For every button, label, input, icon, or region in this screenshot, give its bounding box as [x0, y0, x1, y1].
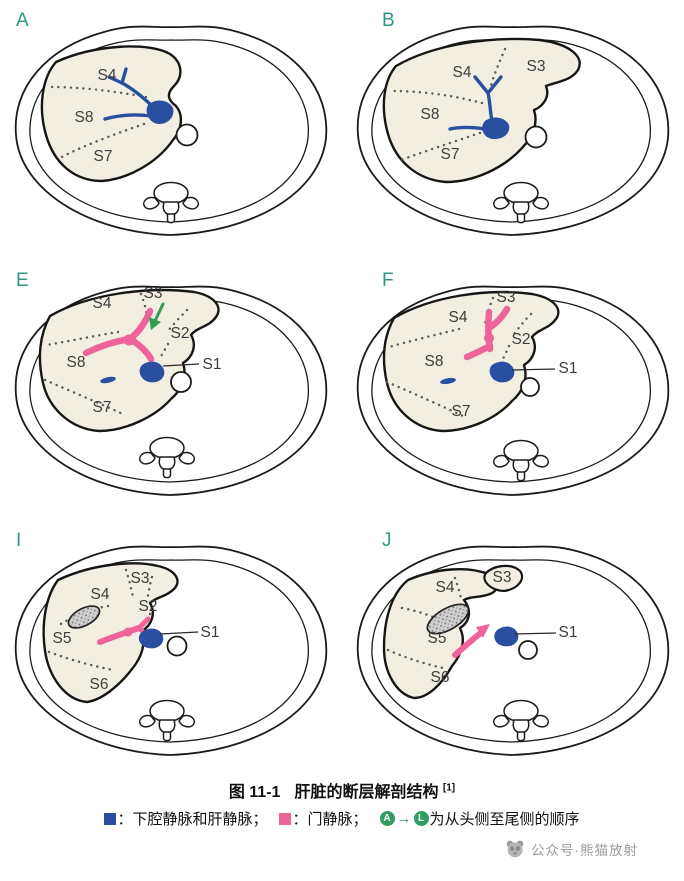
green-arrow-icon — [149, 302, 165, 330]
segment-label-s1: S1 — [559, 624, 578, 641]
s1-leader-line — [159, 631, 199, 635]
segment-boundary-dotted-lines — [386, 576, 464, 670]
legend-label-ivc: ：下腔静脉和肝静脉； — [117, 812, 268, 828]
panel-letter: A — [16, 10, 29, 31]
citation-ref: [1] — [442, 782, 456, 794]
panel-b: B S4 S3 S8 — [342, 0, 684, 250]
legend-label-portal: ：门静脉； — [292, 812, 368, 828]
segment-label-s4: S4 — [93, 295, 112, 312]
panel-letter: B — [382, 10, 395, 31]
liver-shape — [40, 45, 183, 183]
segment-label-s4: S4 — [436, 579, 455, 596]
segment-label-s7: S7 — [94, 148, 113, 165]
hepatic-veins-graphic — [448, 75, 510, 140]
aorta-circle — [518, 640, 538, 660]
segment-label-s3: S3 — [131, 570, 150, 587]
figure-caption: 图 11-1 肝脏的断层解剖结构 [1] — [0, 778, 684, 802]
aorta-circle — [170, 371, 192, 393]
segment-label-s8: S8 — [75, 109, 94, 126]
segment-label-s8: S8 — [421, 106, 440, 123]
badge-a: A — [379, 811, 395, 826]
panel-f: F — [342, 260, 684, 510]
figure-legend: ：下腔静脉和肝静脉； ：门静脉； A → L 为从头侧至尾侧的顺序 — [0, 808, 684, 829]
segment-label-s3: S3 — [497, 289, 516, 306]
s1-leader-line — [513, 632, 557, 635]
segment-label-s3: S3 — [493, 569, 512, 586]
segment-label-s1: S1 — [201, 624, 220, 641]
legend-swatch-ivc — [104, 812, 117, 825]
portal-vein-graphic — [452, 624, 490, 658]
portal-vein-graphic — [463, 305, 511, 361]
segment-label-s4: S4 — [449, 309, 468, 326]
panel-j: J S4 S3 S5 — [342, 520, 684, 770]
aorta-circle — [175, 123, 199, 147]
segment-label-s6: S6 — [90, 676, 109, 693]
segment-label-s7: S7 — [441, 146, 460, 163]
arrow-right-icon: → — [396, 810, 412, 827]
panda-logo-icon — [506, 840, 524, 858]
panel-grid: A S4 S8 S7 — [0, 0, 684, 770]
left-lobe-s3-shape — [483, 564, 524, 593]
panel-e: E — [0, 260, 342, 510]
hepatic-veins-graphic — [103, 67, 174, 124]
panel-letter: F — [382, 270, 394, 291]
segment-label-s1: S1 — [559, 360, 578, 377]
segment-label-s7: S7 — [452, 403, 471, 420]
ivc-graphic — [494, 626, 519, 647]
segment-label-s2: S2 — [171, 325, 190, 342]
segment-label-s4: S4 — [453, 64, 472, 81]
segment-label-s7: S7 — [93, 399, 112, 416]
hepatic-veins-graphic — [440, 361, 515, 385]
s1-leader-line — [511, 368, 556, 371]
figure-number: 图 11-1 — [228, 784, 281, 801]
liver-shape — [38, 288, 220, 433]
segment-label-s1: S1 — [203, 356, 222, 373]
segment-label-s3: S3 — [144, 285, 163, 302]
legend-range-text: 为从头侧至尾侧的顺序 — [429, 812, 580, 828]
figure-title: 肝脏的断层解剖结构 — [294, 784, 439, 801]
panel-i-canvas: I — [14, 530, 328, 756]
panel-letter: E — [16, 270, 29, 291]
segment-label-s2: S2 — [512, 331, 531, 348]
segment-boundary-dotted-lines — [390, 47, 507, 163]
aorta-circle — [166, 635, 188, 657]
segment-label-s6: S6 — [431, 669, 450, 686]
panel-i: I — [0, 520, 342, 770]
gallbladder-shape — [426, 603, 470, 635]
panel-a: A S4 S8 S7 — [0, 0, 342, 250]
gallbladder-shape — [67, 605, 101, 629]
panel-e-canvas: E — [14, 270, 328, 496]
segment-label-s5: S5 — [53, 630, 72, 647]
panel-b-canvas: B S4 S3 S8 — [356, 10, 670, 236]
liver-shape — [382, 290, 560, 433]
aorta-circle — [524, 125, 548, 149]
panel-j-canvas: J S4 S3 S5 — [356, 530, 670, 756]
aorta-circle — [520, 377, 540, 397]
liver-shape — [382, 37, 581, 184]
s1-leader-line — [162, 363, 200, 367]
legend-swatch-portal — [279, 812, 292, 825]
segment-label-s8: S8 — [67, 354, 86, 371]
badge-l: L — [413, 811, 429, 826]
segment-label-s3: S3 — [527, 58, 546, 75]
watermark: 公众号·熊猫放射 — [0, 839, 684, 859]
segment-boundary-dotted-lines — [50, 85, 148, 161]
segment-boundary-dotted-lines — [43, 292, 189, 417]
panel-f-canvas: F — [356, 270, 670, 496]
hepatic-veins-graphic — [100, 361, 165, 384]
segment-label-s2: S2 — [139, 598, 158, 615]
portal-vein-graphic — [82, 307, 155, 363]
panel-a-canvas: A S4 S8 S7 — [14, 10, 328, 236]
watermark-text: 公众号·熊猫放射 — [531, 843, 638, 858]
ivc-graphic — [138, 628, 164, 649]
panel-letter: I — [16, 530, 21, 551]
segment-label-s8: S8 — [425, 353, 444, 370]
segment-label-s4: S4 — [98, 67, 117, 84]
segment-label-s5: S5 — [428, 630, 447, 647]
segment-label-s4: S4 — [91, 586, 110, 603]
panel-letter: J — [382, 530, 392, 551]
